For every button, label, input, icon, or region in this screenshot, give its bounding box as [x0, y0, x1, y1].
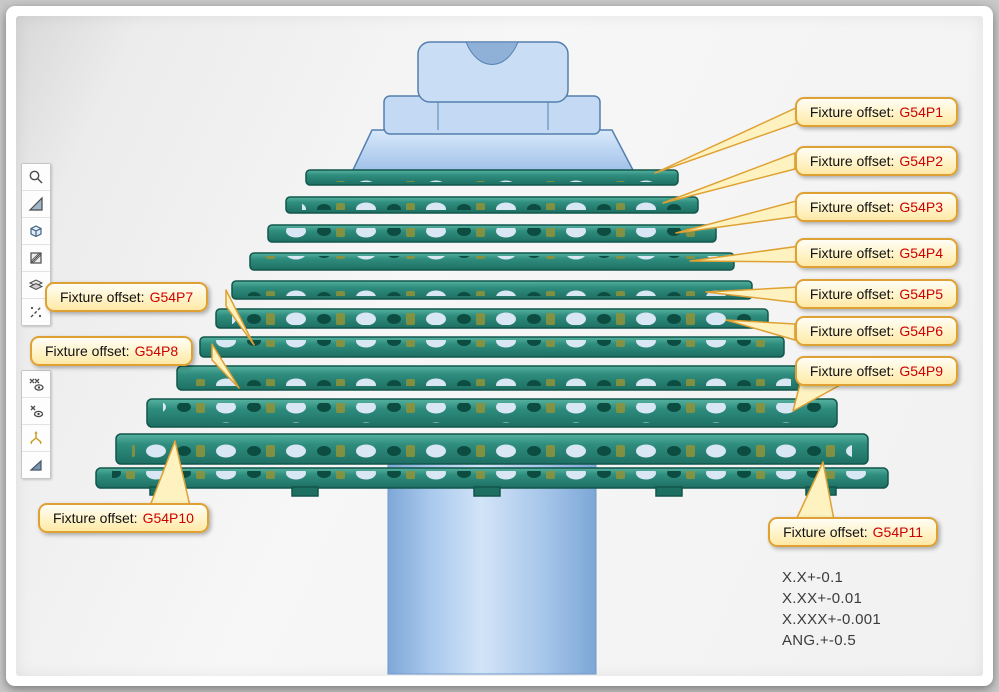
section-view-icon — [30, 252, 42, 264]
fixture-offset-callout-g54p1: Fixture offset:G54P1 — [794, 97, 958, 127]
callout-leaders — [149, 105, 843, 521]
fixture-offset-callout-g54p3: Fixture offset:G54P3 — [794, 192, 958, 222]
toolbar-button-section-view[interactable] — [22, 245, 50, 272]
callout-prefix: Fixture offset: — [45, 343, 130, 359]
fixture-offset-callout-g54p9: Fixture offset:G54P9 — [794, 356, 958, 386]
callout-prefix: Fixture offset: — [809, 363, 895, 379]
callout-prefix: Fixture offset: — [809, 199, 895, 215]
callout-value: G54P9 — [899, 363, 943, 379]
toolbar-button-shaded-view[interactable] — [22, 191, 50, 218]
fixture-offset-callout-g54p10: Fixture offset:G54P10 — [38, 503, 209, 533]
datum-plane-icon — [29, 459, 42, 471]
toolbar-group-display — [21, 370, 51, 479]
fixture-offset-callout-g54p8: Fixture offset:G54P8 — [30, 336, 194, 366]
shaded-view-icon — [28, 196, 43, 211]
fixture-offset-callout-g54p2: Fixture offset:G54P2 — [794, 146, 958, 176]
callout-value: G54P1 — [899, 104, 943, 120]
callout-prefix: Fixture offset: — [809, 323, 895, 339]
callout-prefix: Fixture offset: — [53, 510, 138, 526]
callout-value: G54P11 — [872, 524, 923, 540]
fixture-offset-callout-g54p5: Fixture offset:G54P5 — [794, 279, 958, 309]
side-toolbar — [21, 163, 51, 479]
tolerance-line: X.X+-0.1 — [782, 569, 844, 586]
tolerance-note: X.X+-0.1 X.XX+-0.01 X.XXX+-0.001 ANG.+-0… — [782, 567, 881, 651]
callout-value: G54P6 — [899, 323, 943, 339]
callout-value: G54P7 — [149, 289, 194, 305]
callout-value: G54P5 — [899, 286, 943, 302]
tolerance-line: X.XX+-0.01 — [782, 590, 863, 607]
toolbar-button-coordinate-system[interactable] — [22, 425, 50, 452]
callout-value: G54P2 — [899, 153, 943, 169]
dashed-line-icon — [30, 306, 42, 318]
callout-prefix: Fixture offset: — [809, 153, 895, 169]
callout-prefix: Fixture offset: — [60, 289, 145, 305]
fixture-offset-callout-g54p7: Fixture offset:G54P7 — [45, 282, 209, 312]
toolbar-button-zoom[interactable] — [22, 164, 50, 191]
view-cube-icon — [30, 225, 42, 238]
fixture-offset-callout-g54p6: Fixture offset:G54P6 — [794, 316, 958, 346]
callout-prefix: Fixture offset: — [809, 104, 895, 120]
hide-elements-icon — [29, 378, 44, 391]
tolerance-line: ANG.+-0.5 — [782, 632, 856, 649]
coordinate-system-icon — [30, 431, 42, 445]
callout-prefix: Fixture offset: — [809, 245, 895, 261]
fixture-offset-callout-g54p11: Fixture offset:G54P11 — [768, 517, 938, 547]
layers-icon — [28, 279, 44, 291]
callout-value: G54P3 — [899, 199, 943, 215]
callout-value: G54P4 — [899, 245, 943, 261]
callout-prefix: Fixture offset: — [783, 524, 868, 540]
fixture-offset-callout-g54p4: Fixture offset:G54P4 — [794, 238, 958, 268]
callout-value: G54P8 — [134, 343, 179, 359]
tolerance-line: X.XXX+-0.001 — [782, 611, 882, 628]
fixture-plates — [95, 169, 889, 497]
fixture-cap — [350, 41, 636, 173]
toolbar-button-datum-plane[interactable] — [22, 452, 50, 478]
show-elements-icon — [30, 405, 44, 418]
zoom-icon — [29, 170, 43, 184]
callout-prefix: Fixture offset: — [809, 286, 895, 302]
callout-value: G54P10 — [142, 510, 194, 526]
toolbar-button-view-cube[interactable] — [22, 218, 50, 245]
toolbar-button-layers[interactable] — [22, 272, 50, 299]
toolbar-button-hide-elements[interactable] — [22, 371, 50, 398]
toolbar-button-show-elements[interactable] — [22, 398, 50, 425]
